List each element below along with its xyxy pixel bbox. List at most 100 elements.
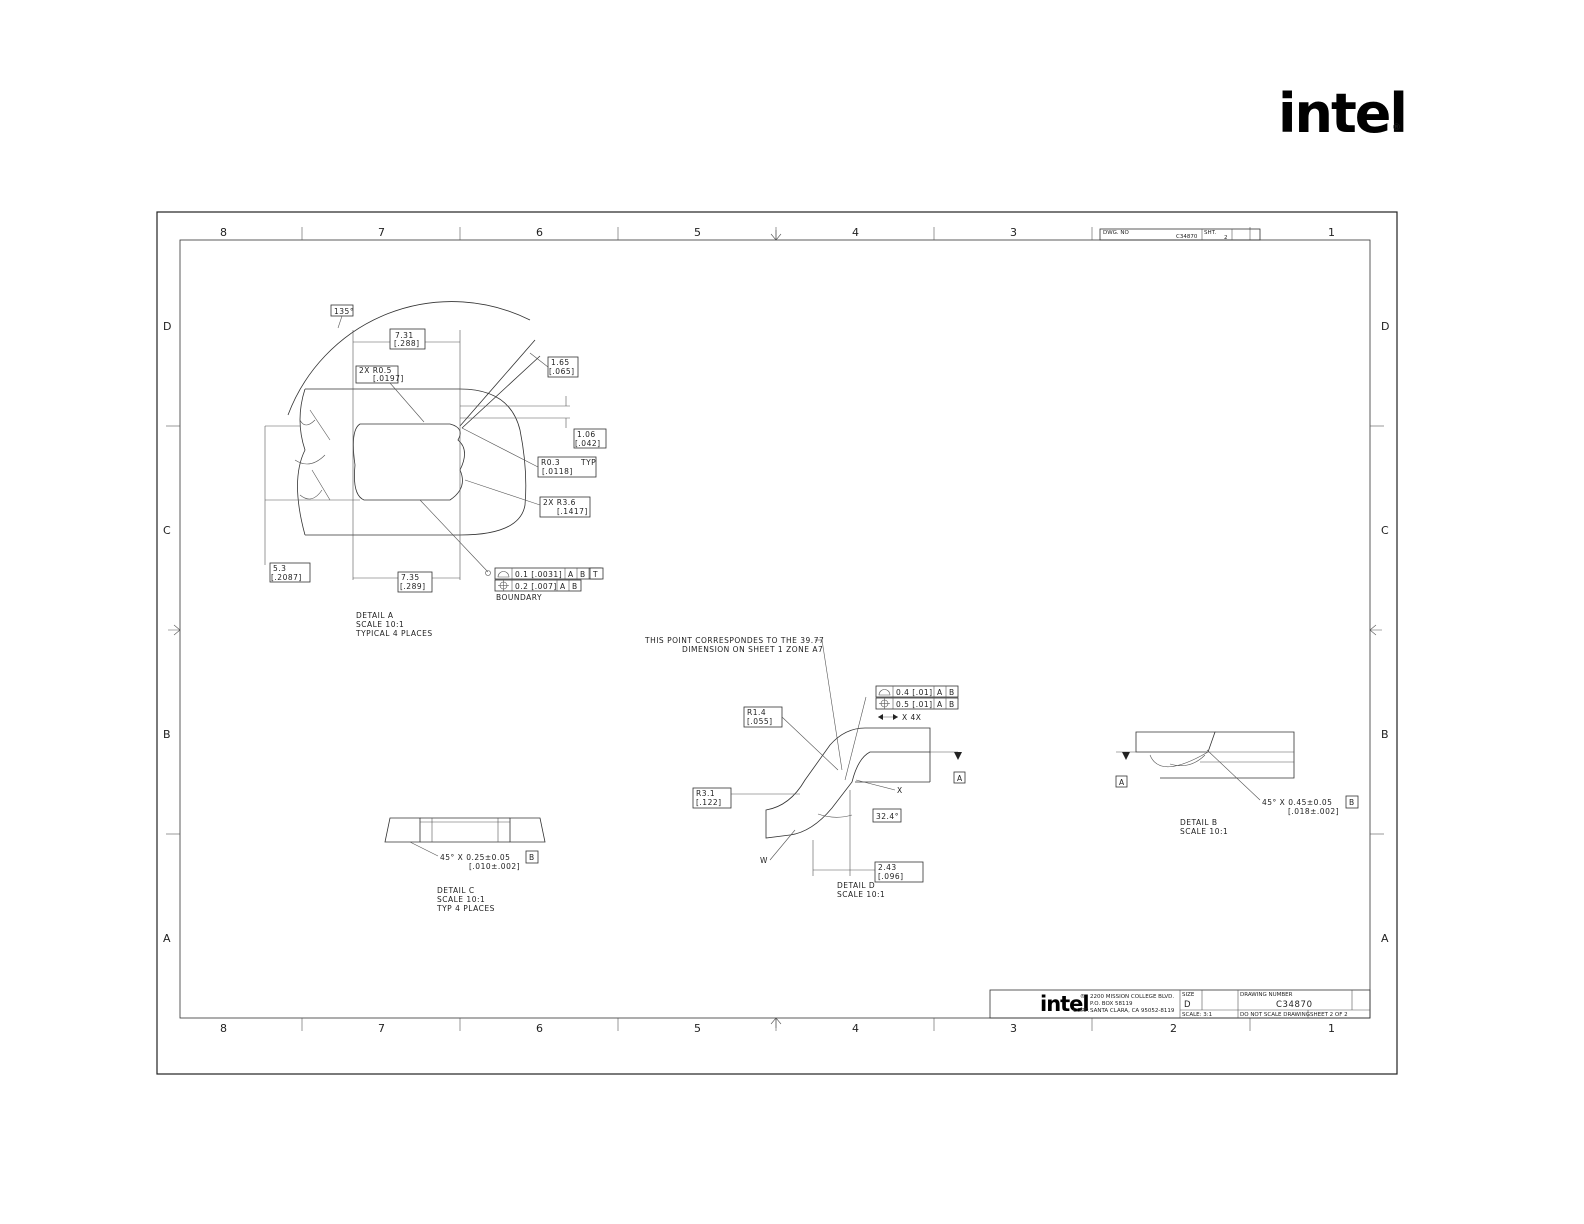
dim-5-3-in: [.2087] xyxy=(271,573,302,582)
detail-b-datum-b: B xyxy=(1349,798,1355,807)
fcf-profile: 0.1 [.0031] A B T xyxy=(494,567,604,580)
zone-top-7: 7 xyxy=(378,226,385,239)
detail-c-scale: SCALE 10:1 xyxy=(437,895,485,904)
detail-b-datum-a: A xyxy=(1119,778,1125,787)
detail-d-fcf2-a: A xyxy=(937,700,943,709)
dim-r0-3-typ: TYP xyxy=(580,458,596,467)
dim-2x-r0-5: 2X R0.5 xyxy=(359,366,392,375)
fcf1-datum-b: B xyxy=(580,570,586,579)
detail-a-places: TYPICAL 4 PLACES xyxy=(355,629,433,638)
zone-top-4: 4 xyxy=(852,226,859,239)
detail-c-right-section xyxy=(509,817,546,843)
detail-b: A 45° X 0.45±0.05 [.018±.002] B DETAIL B… xyxy=(1115,731,1359,836)
dim-1-65-in: [.065] xyxy=(549,367,575,376)
detail-b-chamfer-in: [.018±.002] xyxy=(1288,807,1339,816)
detail-a-scale: SCALE 10:1 xyxy=(356,620,404,629)
intel-logo: intel ® xyxy=(1278,82,1408,145)
detail-d-w: W xyxy=(760,856,768,865)
detail-c: 45° X 0.25±0.05 [.010±.002] B DETAIL C S… xyxy=(384,817,546,913)
detail-d-fcf1-a: A xyxy=(937,688,943,697)
zone-top-8: 8 xyxy=(220,226,227,239)
dim-5-3: 5.3 xyxy=(273,564,286,573)
detail-d-dim-2-43: 2.43 xyxy=(878,863,897,872)
outer-frame xyxy=(156,211,1398,1075)
detail-c-left-section xyxy=(384,817,421,843)
zone-bottom-5: 5 xyxy=(694,1022,701,1035)
zone-left-a: A xyxy=(163,932,171,945)
detail-b-scale: SCALE 10:1 xyxy=(1180,827,1228,836)
detail-d-scale: SCALE 10:1 xyxy=(837,890,885,899)
detail-d-x-4x: X 4X xyxy=(902,713,921,722)
detail-d-section xyxy=(765,727,931,839)
zone-left-c: C xyxy=(163,524,171,537)
title-block-reg-mark: ® xyxy=(1080,993,1085,1000)
title-block-logo: intel xyxy=(1040,992,1089,1016)
detail-c-places: TYP 4 PLACES xyxy=(436,904,495,913)
dim-7-31-in: [.288] xyxy=(394,339,420,348)
dim-2x-r3-6: 2X R3.6 xyxy=(543,498,576,507)
size-label: SIZE xyxy=(1182,992,1195,998)
dim-r0-3: R0.3 xyxy=(541,458,560,467)
detail-d-fcf1-tol: 0.4 [.01] xyxy=(896,688,933,697)
registered-mark: ® xyxy=(1392,123,1401,133)
detail-d-x: X xyxy=(897,786,903,795)
address-line-3: SANTA CLARA, CA 95052-8119 xyxy=(1090,1008,1175,1014)
fcf2-datum-a: A xyxy=(560,582,566,591)
address-line-2: P.O. BOX 58119 xyxy=(1090,1001,1133,1007)
do-not-scale: DO NOT SCALE DRAWING xyxy=(1240,1012,1310,1018)
dim-7-35-in: [.289] xyxy=(400,582,426,591)
zone-bottom-8: 8 xyxy=(220,1022,227,1035)
note-line-2: DIMENSION ON SHEET 1 ZONE A7 xyxy=(682,645,823,654)
detail-d-fcf-profile: 0.4 [.01] A B xyxy=(875,685,959,698)
zone-bottom-1: 1 xyxy=(1328,1022,1335,1035)
dim-2x-r3-6-in: [.1417] xyxy=(557,507,588,516)
dwg-no: C34870 xyxy=(1176,234,1198,240)
zone-top-3: 3 xyxy=(1010,226,1017,239)
header-block: DWG. NO C34870 SHT. 2 xyxy=(1099,228,1261,241)
dim-7-31: 7.31 xyxy=(395,331,414,340)
detail-d-fcf1-b: B xyxy=(949,688,955,697)
note-line-1: THIS POINT CORRESPONDES TO THE 39.77 xyxy=(644,636,824,645)
angle-arc xyxy=(287,301,531,416)
zone-top-1: 1 xyxy=(1328,226,1335,239)
zone-ticks xyxy=(166,227,1384,1031)
detail-b-section xyxy=(1135,731,1216,753)
zone-bottom-4: 4 xyxy=(852,1022,859,1035)
center-arrows xyxy=(168,230,1382,1028)
dwg-no-label: DWG. NO xyxy=(1103,230,1130,236)
detail-b-title: DETAIL B xyxy=(1180,818,1218,827)
zone-left-b: B xyxy=(163,728,171,741)
dim-7-35: 7.35 xyxy=(401,573,420,582)
profile-surface-icon-d xyxy=(878,689,891,696)
fcf1-datum-a: A xyxy=(568,570,574,579)
fcf1-tolerance: 0.1 [.0031] xyxy=(515,570,562,579)
slot-cutout xyxy=(352,423,465,501)
detail-d-fcf2-tol: 0.5 [.01] xyxy=(896,700,933,709)
detail-d-r1-4-in: [.055] xyxy=(747,717,773,726)
detail-c-title: DETAIL C xyxy=(437,886,475,895)
fcf-position: 0.2 [.007] A B xyxy=(494,579,582,592)
dim-1-06-in: [.042] xyxy=(575,439,601,448)
zone-bottom-2: 2 xyxy=(1170,1022,1177,1035)
detail-d: A 0.4 [.01] A B 0.5 [.01] A B X 4X R1 xyxy=(692,685,966,899)
title-block: intel ® 2200 MISSION COLLEGE BLVD. P.O. … xyxy=(989,989,1371,1019)
zone-right-c: C xyxy=(1381,524,1389,537)
zone-bottom-7: 7 xyxy=(378,1022,385,1035)
detail-d-title: DETAIL D xyxy=(837,881,875,890)
address-line-1: 2200 MISSION COLLEGE BLVD. xyxy=(1090,994,1174,1000)
zone-left-d: D xyxy=(163,320,171,333)
detail-d-r1-4: R1.4 xyxy=(747,708,766,717)
detail-d-dim-2-43-in: [.096] xyxy=(878,872,904,881)
detail-d-fcf-position: 0.5 [.01] A B xyxy=(875,697,959,710)
detail-d-r3-1: R3.1 xyxy=(696,789,715,798)
intel-logo-text: intel xyxy=(1278,82,1406,145)
fcf2-datum-b: B xyxy=(572,582,578,591)
fcf1-t: T xyxy=(592,570,598,579)
zone-top-5: 5 xyxy=(694,226,701,239)
sheet-of: SHEET 2 OF 2 xyxy=(1310,1012,1348,1018)
detail-b-chamfer: 45° X 0.45±0.05 xyxy=(1262,798,1332,807)
boundary-label: BOUNDARY xyxy=(496,593,542,602)
detail-c-datum-b: B xyxy=(529,853,535,862)
detail-a-angle: 135° xyxy=(334,307,354,316)
